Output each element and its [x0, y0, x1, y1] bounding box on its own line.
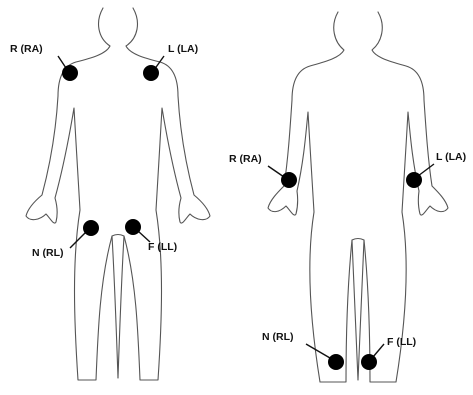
- lead-line: [268, 166, 284, 177]
- left-inner-leg-gap: [112, 236, 118, 378]
- right-body-outline: [268, 12, 448, 382]
- electrode-dot: [143, 65, 159, 81]
- right-body-figure: R (RA) L (LA) N (RL) F (LL): [229, 12, 466, 382]
- electrode-dot: [361, 354, 377, 370]
- electrode-label: N (RL): [262, 331, 294, 343]
- left-body-outline: [26, 8, 210, 380]
- left-inner-leg-gap-2: [118, 236, 124, 378]
- lead-line: [306, 344, 330, 358]
- lead-line: [418, 164, 434, 176]
- left-body-figure: R (RA) L (LA) N (RL) F (LL): [10, 8, 210, 380]
- electrode-label: F (LL): [387, 336, 416, 348]
- left-electrode-ll: F (LL): [125, 219, 177, 253]
- electrode-dot: [406, 172, 422, 188]
- electrode-dot: [281, 172, 297, 188]
- left-electrode-la: L (LA): [143, 43, 198, 81]
- left-electrode-rl: N (RL): [32, 220, 99, 259]
- electrode-label: R (RA): [229, 153, 262, 165]
- electrode-dot: [328, 354, 344, 370]
- right-inner-leg-gap: [352, 240, 358, 380]
- electrode-label: L (LA): [436, 151, 466, 163]
- electrode-dot: [125, 219, 141, 235]
- electrode-dot: [83, 220, 99, 236]
- left-electrode-ra: R (RA): [10, 43, 78, 81]
- lead-line: [373, 344, 384, 357]
- electrode-label: R (RA): [10, 43, 43, 55]
- right-electrode-rl: N (RL): [262, 331, 344, 370]
- electrode-label: L (LA): [168, 43, 198, 55]
- electrode-label: N (RL): [32, 247, 64, 259]
- lead-line: [70, 232, 86, 248]
- electrode-dot: [62, 65, 78, 81]
- electrode-label: F (LL): [148, 241, 177, 253]
